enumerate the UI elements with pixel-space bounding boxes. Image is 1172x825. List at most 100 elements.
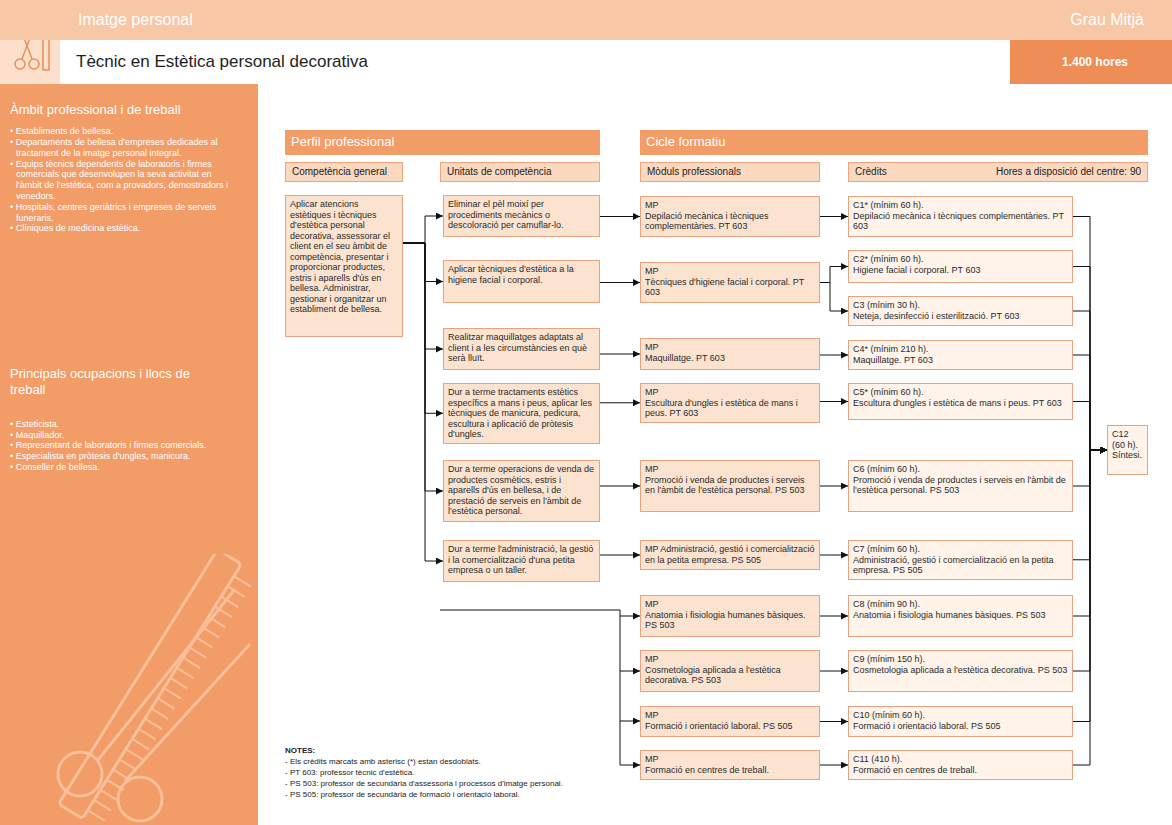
note-text: - PS 505: professor de secundària de for…: [285, 790, 520, 799]
connector-arrow: [600, 282, 640, 283]
box-heading: MP: [645, 266, 815, 277]
module-box: MPFormació en centres de treball.: [640, 750, 820, 780]
box-text: Administració, gestió i comercialització…: [853, 555, 1068, 576]
connector-arrow: [820, 267, 848, 283]
box-text: Maquillatge. PT 603: [645, 353, 815, 364]
box-text: Mòduls professionals: [647, 166, 813, 178]
unit-box: Dur a terme tractaments estètics específ…: [443, 383, 600, 444]
section-band: Perfil professional: [285, 130, 600, 155]
box-heading: C4* (mínim 210 h).: [853, 344, 1068, 355]
box-heading: Crèdits: [855, 166, 887, 178]
box-text: Formació en centres de treball.: [853, 765, 1068, 776]
connector-arrow: [820, 765, 848, 766]
box-text: Promoció i venda de productes i serveis …: [853, 475, 1068, 496]
box-text: Escultura d'ungles i estètica de mans i …: [853, 398, 1068, 409]
connector-arrow: [1073, 355, 1107, 450]
bullet-item: • Establiments de bellesa.: [10, 126, 231, 137]
section-band: Cicle formatiu: [640, 130, 1148, 155]
box-heading: C5* (mínim 60 h).: [853, 387, 1068, 398]
connector-arrow: [600, 486, 640, 487]
hours-label: 1.400 hores: [1062, 55, 1128, 69]
panel-heading: Àmbit professional i de treball: [10, 102, 190, 118]
box-heading: MP: [645, 599, 815, 610]
box-text: Eliminar el pèl moixí per procediments m…: [448, 199, 595, 231]
connector-arrow: [600, 555, 640, 556]
box-text: Cosmetologia aplicada a l'estètica decor…: [645, 665, 815, 686]
connector-arrow: [403, 243, 443, 349]
column-header: Competència general: [285, 162, 403, 182]
unassigned-branch: [440, 610, 640, 765]
connector-arrow: [820, 355, 848, 356]
box-text: Formació i orientació laboral. PS 505: [853, 721, 1068, 732]
box-text: Formació i orientació laboral. PS 505: [645, 721, 815, 732]
box-text: Depilació mecànica i tècniques complemen…: [645, 211, 815, 232]
icon-ground: [0, 40, 60, 84]
bullet-item: • Hospitals, centres geriàtrics i empres…: [10, 202, 231, 224]
bullet-item: • Departaments de bellesa d'empreses ded…: [10, 137, 231, 159]
box-text: Aplicar atencions estètiques i tècniques…: [290, 199, 398, 315]
module-box: MP Administració, gestió i comercialitza…: [640, 540, 820, 570]
connector-arrow: [403, 243, 443, 561]
connector-arrow: [403, 243, 443, 491]
header-strip: Imatge personal Grau Mitjà: [0, 0, 1172, 40]
column-header: Crèdits Hores a disposició del centre: 90: [848, 162, 1148, 182]
box-text: Promoció i venda de productes i serveis …: [645, 475, 815, 496]
box-heading: C8 (mínim 90 h).: [853, 599, 1068, 610]
connector-arrow: [403, 243, 443, 413]
unit-box: Dur a terme l'administració, la gestió i…: [443, 540, 600, 582]
connector-arrow: [820, 216, 848, 217]
box-heading: MP: [645, 710, 815, 721]
connector-arrow: [600, 402, 640, 403]
header-text: Grau Mitjà: [1070, 11, 1144, 40]
note-text: - Els crèdits marcats amb asterisc (*) e…: [285, 757, 481, 766]
bullet-item: • Maquillador.: [10, 430, 231, 441]
box-heading: MP: [645, 387, 815, 398]
box-heading: MP: [645, 464, 815, 475]
box-text: Competència general: [292, 166, 396, 178]
bullet-item: • Representant de laboratoris i firmes c…: [10, 440, 231, 451]
connector-arrow: [600, 216, 640, 217]
box-text: Realitzar maquillatges adaptats al clien…: [448, 332, 595, 364]
box-heading: C1* (mínim 60 h).: [853, 200, 1068, 211]
connector-arrow: [1073, 267, 1107, 451]
connector-arrow: [1073, 450, 1107, 765]
module-box: MPPromoció i venda de productes i servei…: [640, 460, 820, 512]
box-text: Depilació mecànica i tècniques complemen…: [853, 211, 1068, 232]
box-text: Dur a terme l'administració, la gestió i…: [448, 544, 595, 576]
connector-arrow: [1073, 402, 1107, 451]
box-heading: C10 (mínim 60 h).: [853, 710, 1068, 721]
box-heading: C3 (mínim 30 h).: [853, 300, 1068, 311]
side-panel: Àmbit professional i de treball • Establi…: [0, 84, 258, 825]
box-heading: MP: [645, 342, 815, 353]
bullet-item: • Equips tècnics dependents de laborator…: [10, 159, 231, 202]
credit-box: C5* (mínim 60 h).Escultura d'ungles i es…: [848, 383, 1073, 420]
box-text: Hores a disposició del centre: 90: [996, 166, 1141, 178]
connector-arrow: [820, 555, 848, 556]
column-header: Unitats de competència: [440, 162, 600, 182]
synthesis-box: C12 (60 h). Síntesi.: [1107, 425, 1148, 475]
module-box: MPMaquillatge. PT 603: [640, 338, 820, 370]
box-text: Perfil professional: [291, 134, 594, 150]
credit-box: C11 (410 h).Formació en centres de treba…: [848, 750, 1073, 780]
box-heading: C9 (mínim 150 h).: [853, 654, 1068, 665]
bullet-item: • Clíniques de medicina estètica.: [10, 223, 231, 234]
box-heading: MP: [645, 754, 815, 765]
credit-box: C7 (mínim 60 h).Administració, gestió i …: [848, 540, 1073, 580]
column-header: Mòduls professionals: [640, 162, 820, 182]
box-text: Anatomia i fisiologia humanes bàsiques. …: [645, 610, 815, 631]
box-text: Cicle formatiu: [646, 134, 1142, 150]
competence-box: Aplicar atencions estètiques i tècniques…: [285, 195, 403, 337]
note-text: - PT 603: professor tècnic d'estètica.: [285, 768, 414, 777]
credit-box: C6 (mínim 60 h).Promoció i venda de prod…: [848, 460, 1073, 512]
credit-box: C3 (mínim 30 h).Neteja, desinfecció i es…: [848, 296, 1073, 326]
box-text: Formació en centres de treball.: [645, 765, 815, 776]
box-text: Neteja, desinfecció i esterilització. PT…: [853, 311, 1068, 322]
page-title: Tècnic en Estètica personal decorativa: [76, 52, 368, 72]
panel-heading: Principals ocupacions i llocs de treball: [10, 366, 190, 399]
box-text: Dur a terme operacions de venda de produ…: [448, 464, 595, 517]
connector-arrow: [820, 283, 848, 312]
header-text: Imatge personal: [78, 11, 193, 40]
connector-arrow: [1073, 311, 1107, 450]
unit-box: Realitzar maquillatges adaptats al clien…: [443, 328, 600, 370]
bullet-item: • Esteticista.: [10, 419, 231, 430]
